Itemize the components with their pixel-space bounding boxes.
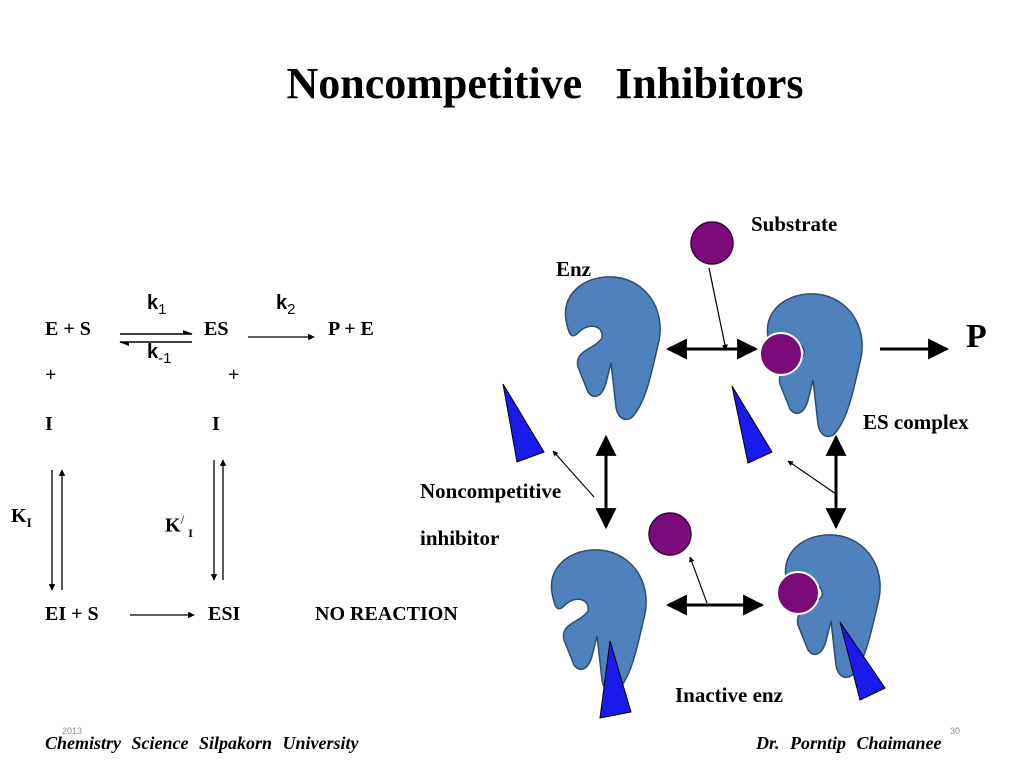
inhibitor-right bbox=[731, 385, 773, 464]
inhibitor-left bbox=[502, 383, 545, 463]
pointer-inhibitor-label bbox=[552, 450, 595, 498]
free-enzyme-shape bbox=[564, 276, 661, 421]
label-es-complex: ES complex bbox=[863, 410, 969, 434]
bound-inhibitor-left bbox=[599, 640, 632, 719]
label-inactive-enz: Inactive enz bbox=[675, 683, 783, 707]
eq-ei-plus-s: EI + S bbox=[45, 603, 99, 625]
rate-k2: k2 bbox=[276, 292, 296, 318]
esi-substrate bbox=[776, 571, 820, 615]
slide-title: Noncompetitive Inhibitors bbox=[286, 59, 804, 108]
label-enz: Enz bbox=[556, 257, 592, 281]
constant-k-prime-i: K/I bbox=[165, 512, 193, 540]
rate-k-minus1: k-1 bbox=[147, 341, 172, 367]
label-substrate: Substrate bbox=[751, 212, 838, 236]
footer-page-number: 30 bbox=[950, 726, 961, 736]
substrate-circle bbox=[690, 221, 734, 265]
eq-no-reaction: NO REACTION bbox=[315, 603, 458, 625]
footer-year: 2013 bbox=[62, 726, 83, 736]
footer-institution: Chemistry Science Silpakorn University bbox=[45, 733, 359, 753]
es-complex-substrate bbox=[759, 332, 803, 376]
arrow-substrate-2 bbox=[689, 556, 708, 604]
inhibitor-i-right: I bbox=[212, 413, 220, 435]
equilibrium-arrows-ki bbox=[48, 469, 66, 591]
eq-es: ES bbox=[204, 318, 229, 340]
plus-left: + bbox=[45, 364, 57, 386]
substrate-circle-2 bbox=[648, 512, 692, 556]
eq-esi: ESI bbox=[208, 603, 241, 625]
inactive-enzyme-shape bbox=[550, 549, 647, 694]
arrow-substrate-binding bbox=[708, 267, 728, 351]
inhibitor-i-left: I bbox=[45, 413, 53, 435]
plus-right: + bbox=[228, 364, 240, 386]
label-inhibitor-line2: inhibitor bbox=[420, 526, 500, 550]
eq-p-plus-e: P + E bbox=[328, 318, 374, 340]
eq-e-plus-s: E + S bbox=[45, 318, 91, 340]
footer-author: Dr. Porntip Chaimanee bbox=[756, 733, 942, 753]
equilibrium-arrows-k-prime-i bbox=[210, 459, 227, 581]
rate-k1: k1 bbox=[147, 292, 167, 318]
label-inhibitor-line1: Noncompetitive bbox=[420, 479, 562, 503]
constant-ki: KI bbox=[11, 505, 32, 530]
pointer-es-inhibitor bbox=[787, 460, 837, 495]
bound-inhibitor-right bbox=[839, 621, 886, 701]
label-product: P bbox=[966, 318, 987, 355]
equilibrium-arrows-e-es bbox=[119, 330, 193, 346]
